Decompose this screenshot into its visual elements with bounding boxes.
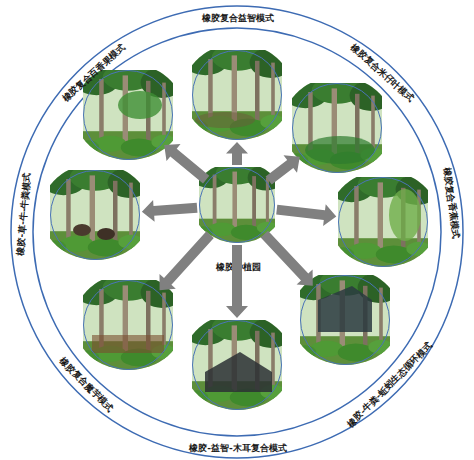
flow-arrow	[226, 142, 248, 165]
mode-photo-circle: 橡胶-草-牛-牛粪模式	[50, 170, 140, 260]
mode-label: 橡胶-益智-木耳复合模式	[189, 444, 286, 453]
mode-label: 橡胶-草-牛-牛粪模式	[16, 172, 32, 256]
flow-arrow	[164, 144, 209, 183]
mode-photo-circle: 橡胶复合益智模式	[192, 50, 282, 140]
mode-label: 橡胶复合魔芋模式	[57, 356, 114, 413]
mode-photo-circle: 橡胶-益智-木耳复合模式	[192, 320, 282, 410]
flow-arrow	[160, 231, 214, 290]
flow-arrow	[261, 231, 313, 286]
center-photo-circle: 橡胶种植园	[199, 167, 275, 243]
mode-label: 橡胶-牛粪-蚯蚓生态循环模式	[346, 341, 434, 429]
mode-label: 橡胶复合百香果模式	[61, 43, 127, 104]
mode-photo-circle: 橡胶复合米仔叶模式	[292, 83, 382, 173]
flow-arrow	[226, 245, 248, 318]
mode-photo-circle: 橡胶复合香蕉模式	[338, 177, 428, 267]
flow-arrow	[142, 200, 198, 222]
mode-label: 橡胶复合香蕉模式	[441, 167, 460, 240]
mode-label: 橡胶复合益智模式	[202, 14, 274, 23]
mode-photo-circle: 橡胶复合魔芋模式	[83, 280, 173, 370]
mode-label: 橡胶复合米仔叶模式	[349, 43, 415, 104]
mode-photo-circle: 橡胶-牛粪-蚯蚓生态循环模式	[300, 275, 390, 365]
mode-photo-circle: 橡胶复合百香果模式	[83, 70, 173, 160]
flow-arrow	[276, 204, 336, 226]
flow-arrow	[266, 155, 300, 184]
center-label: 橡胶种植园	[216, 263, 261, 272]
